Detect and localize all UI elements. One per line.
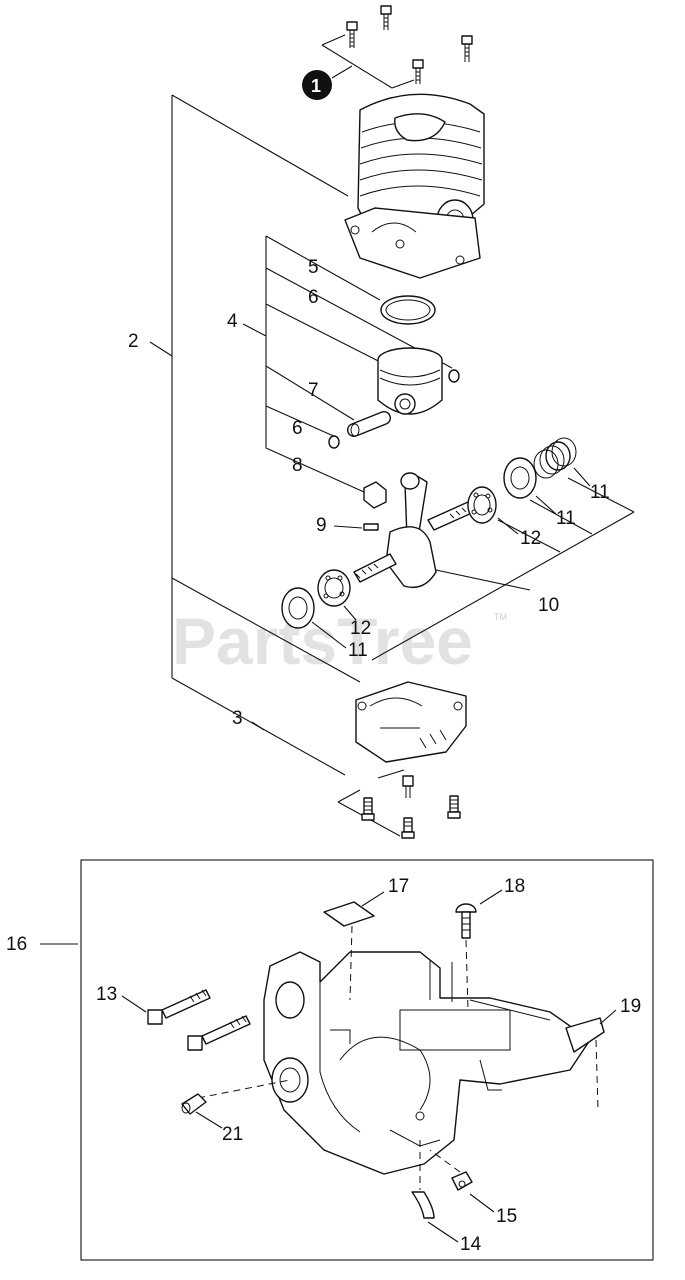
screw-17[interactable] [455, 903, 477, 939]
woodruff-key[interactable] [363, 523, 379, 531]
bolt-15-lower[interactable] [187, 1015, 251, 1051]
plug-21[interactable] [181, 1093, 207, 1115]
crankshaft[interactable] [353, 472, 475, 589]
callout-15[interactable]: 13 [96, 984, 117, 1005]
bearing-right[interactable] [467, 486, 497, 524]
piston[interactable] [377, 347, 443, 415]
callout-12-left[interactable]: 12 [350, 618, 371, 639]
bearing-left[interactable] [317, 569, 351, 607]
bolt-icon [361, 797, 375, 821]
bolt-15-upper[interactable] [147, 989, 211, 1025]
callout-1: 1 [311, 76, 321, 96]
bolt-icon [401, 817, 415, 839]
oil-seal-right[interactable] [503, 457, 537, 499]
callout-3[interactable]: 3 [232, 708, 243, 729]
callout-11-left[interactable]: 11 [348, 640, 368, 661]
plate-18[interactable] [565, 1017, 605, 1053]
callout-4[interactable]: 4 [227, 311, 238, 332]
circlip-upper[interactable] [448, 369, 460, 383]
crankcase-bolts[interactable] [337, 769, 461, 839]
circlip-lower[interactable] [328, 435, 340, 449]
bolt-icon [346, 21, 358, 48]
watermark: PartsTree TM [172, 604, 507, 678]
piston-ring[interactable] [380, 295, 436, 325]
gasket[interactable] [323, 901, 375, 927]
needle-bearing[interactable] [363, 481, 387, 509]
callout-14[interactable]: 16 [6, 934, 27, 955]
callout-12-right[interactable]: 12 [520, 528, 541, 549]
callout-18[interactable]: 19 [620, 996, 641, 1017]
cylinder[interactable] [344, 93, 485, 279]
crankcase-lower[interactable] [355, 681, 467, 763]
part-19[interactable] [451, 1171, 473, 1191]
bracket-10 [371, 477, 635, 661]
callout-6-upper[interactable]: 6 [308, 287, 319, 308]
callout-19[interactable]: 15 [496, 1206, 517, 1227]
callout-6-lower[interactable]: 6 [292, 418, 303, 439]
callout-10[interactable]: 10 [538, 595, 559, 616]
callout-11-right[interactable]: 11 [556, 508, 576, 529]
bolt-icon [447, 795, 461, 819]
callout-8[interactable]: 8 [292, 455, 303, 476]
part-20[interactable] [411, 1191, 435, 1219]
callout-7[interactable]: 7 [308, 380, 319, 401]
callout-9[interactable]: 9 [316, 515, 327, 536]
callout-5[interactable]: 5 [308, 257, 319, 278]
assembly-box-14 [80, 859, 654, 1261]
bolt-icon [380, 5, 392, 30]
bolt-icon [461, 35, 473, 62]
callout-17[interactable]: 18 [504, 876, 525, 897]
watermark-text: PartsTree [172, 604, 473, 678]
spring-13[interactable] [533, 437, 577, 479]
bolt-icon [412, 59, 424, 84]
callout-13[interactable]: 11 [590, 482, 610, 503]
watermark-trademark: TM [494, 612, 507, 622]
oil-seal-left[interactable] [281, 587, 315, 629]
crankcase-main[interactable] [263, 951, 591, 1175]
callout-2[interactable]: 2 [128, 331, 139, 352]
piston-pin[interactable] [346, 410, 392, 438]
callout-badge-1[interactable]: 1 [302, 65, 353, 100]
cylinder-bolts[interactable] [321, 5, 473, 89]
bolt-icon [402, 775, 414, 798]
callout-20[interactable]: 14 [460, 1234, 482, 1255]
callout-16[interactable]: 17 [388, 876, 409, 897]
callout-21[interactable]: 21 [222, 1124, 243, 1145]
